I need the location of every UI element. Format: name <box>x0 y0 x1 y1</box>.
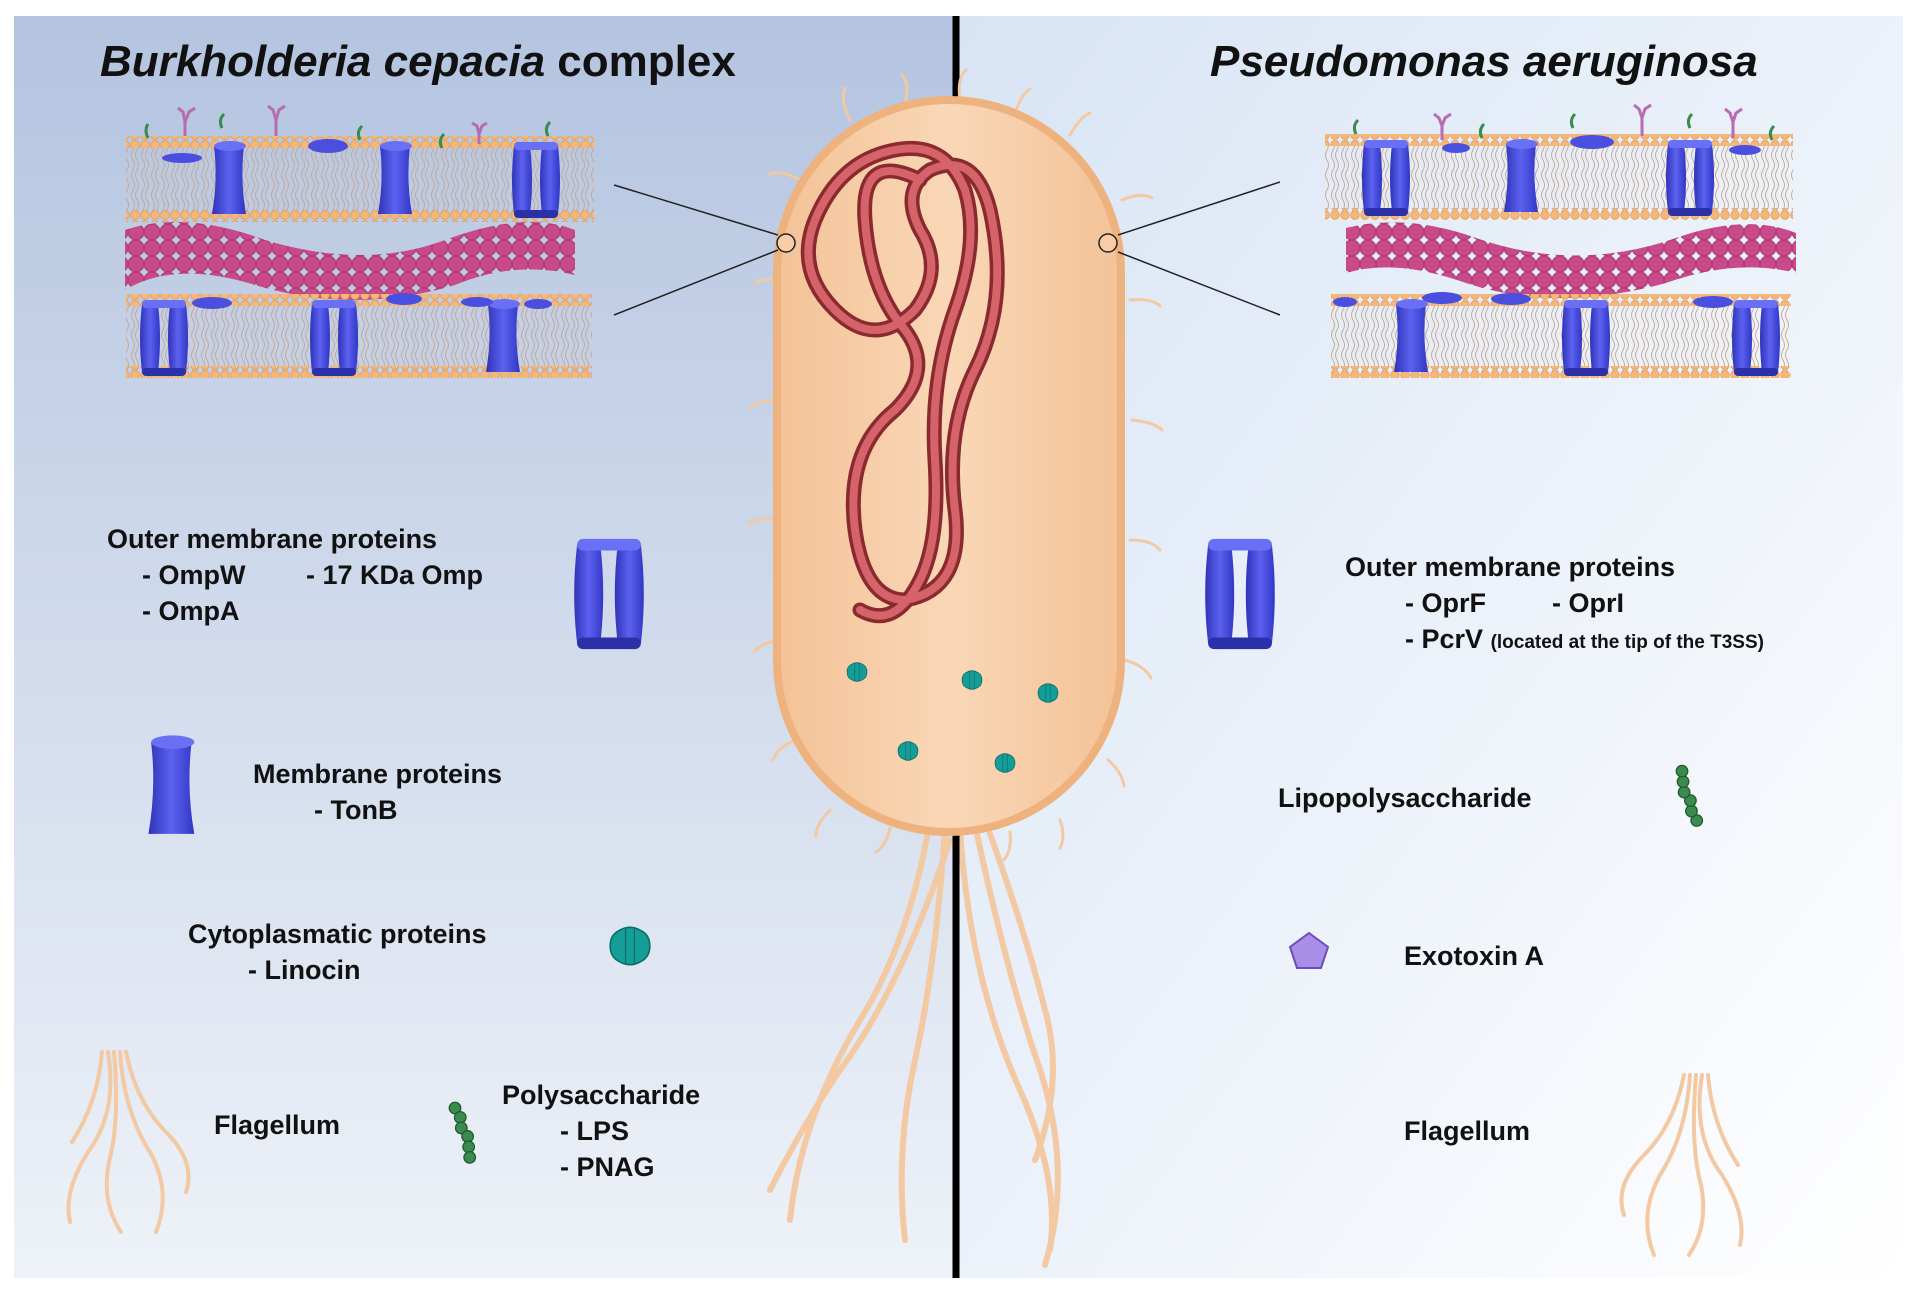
right-peptidoglycan <box>1346 222 1796 298</box>
left-omp-item-ompw: - OmpW <box>142 560 246 590</box>
right-title: Pseudomonas aeruginosa <box>1210 37 1758 86</box>
left-outer-membrane <box>126 104 594 222</box>
flagellum-icon-right <box>1619 1073 1744 1257</box>
left-ps-header: Polysaccharide <box>502 1080 701 1110</box>
zoom-callout-left <box>613 184 796 316</box>
right-omp-item-oprf: - OprF <box>1405 588 1486 618</box>
left-ps-item-lps: - LPS <box>560 1116 630 1146</box>
left-omp-header: Outer membrane proteins <box>107 524 438 554</box>
right-lps-label: Lipopolysaccharide <box>1278 783 1532 813</box>
cell-flagella <box>767 817 1061 1268</box>
right-omp-header: Outer membrane proteins <box>1345 552 1676 582</box>
left-inner-membrane <box>126 293 592 378</box>
membrane-protein-icon <box>148 735 195 834</box>
left-title-italic: Burkholderia cepacia <box>100 37 546 86</box>
zoom-callout-right <box>1098 181 1281 316</box>
pentagon-icon <box>1288 931 1330 969</box>
left-cp-header: Cytoplasmatic proteins <box>188 919 487 949</box>
flagellum-icon <box>66 1050 191 1234</box>
left-ps-item-pnag: - PNAG <box>560 1152 655 1182</box>
right-omp-item-opri: - OprI <box>1552 588 1624 618</box>
right-pcrv-note: (located at the tip of the T3SS) <box>1490 632 1764 653</box>
left-title-normal: complex <box>545 37 736 86</box>
linocin-icon <box>609 926 651 966</box>
left-membrane-diagram <box>125 104 594 378</box>
right-inner-membrane <box>1331 292 1791 378</box>
left-flagellum-label: Flagellum <box>214 1110 341 1140</box>
left-omp-item-17kda: - 17 KDa Omp <box>306 560 484 590</box>
right-pcrv-text: - PcrV <box>1405 624 1484 654</box>
right-omp-item-pcrv: - PcrV (located at the tip of the T3SS) <box>1405 626 1764 653</box>
right-membrane-diagram <box>1325 103 1796 378</box>
left-mp-header: Membrane proteins <box>253 759 503 789</box>
left-title: Burkholderia cepacia complex <box>100 40 736 84</box>
left-omp-item-ompa: - OmpA <box>142 596 240 626</box>
left-peptidoglycan <box>125 222 575 300</box>
cell-pili <box>746 68 1164 862</box>
left-cp-item-linocin: - Linocin <box>248 955 361 985</box>
dna-ribbon <box>800 140 1005 624</box>
right-exotoxin-label: Exotoxin A <box>1404 941 1545 971</box>
right-outer-membrane <box>1325 103 1793 220</box>
left-mp-item-tonb: - TonB <box>314 795 398 825</box>
right-flagellum-label: Flagellum <box>1404 1116 1531 1146</box>
